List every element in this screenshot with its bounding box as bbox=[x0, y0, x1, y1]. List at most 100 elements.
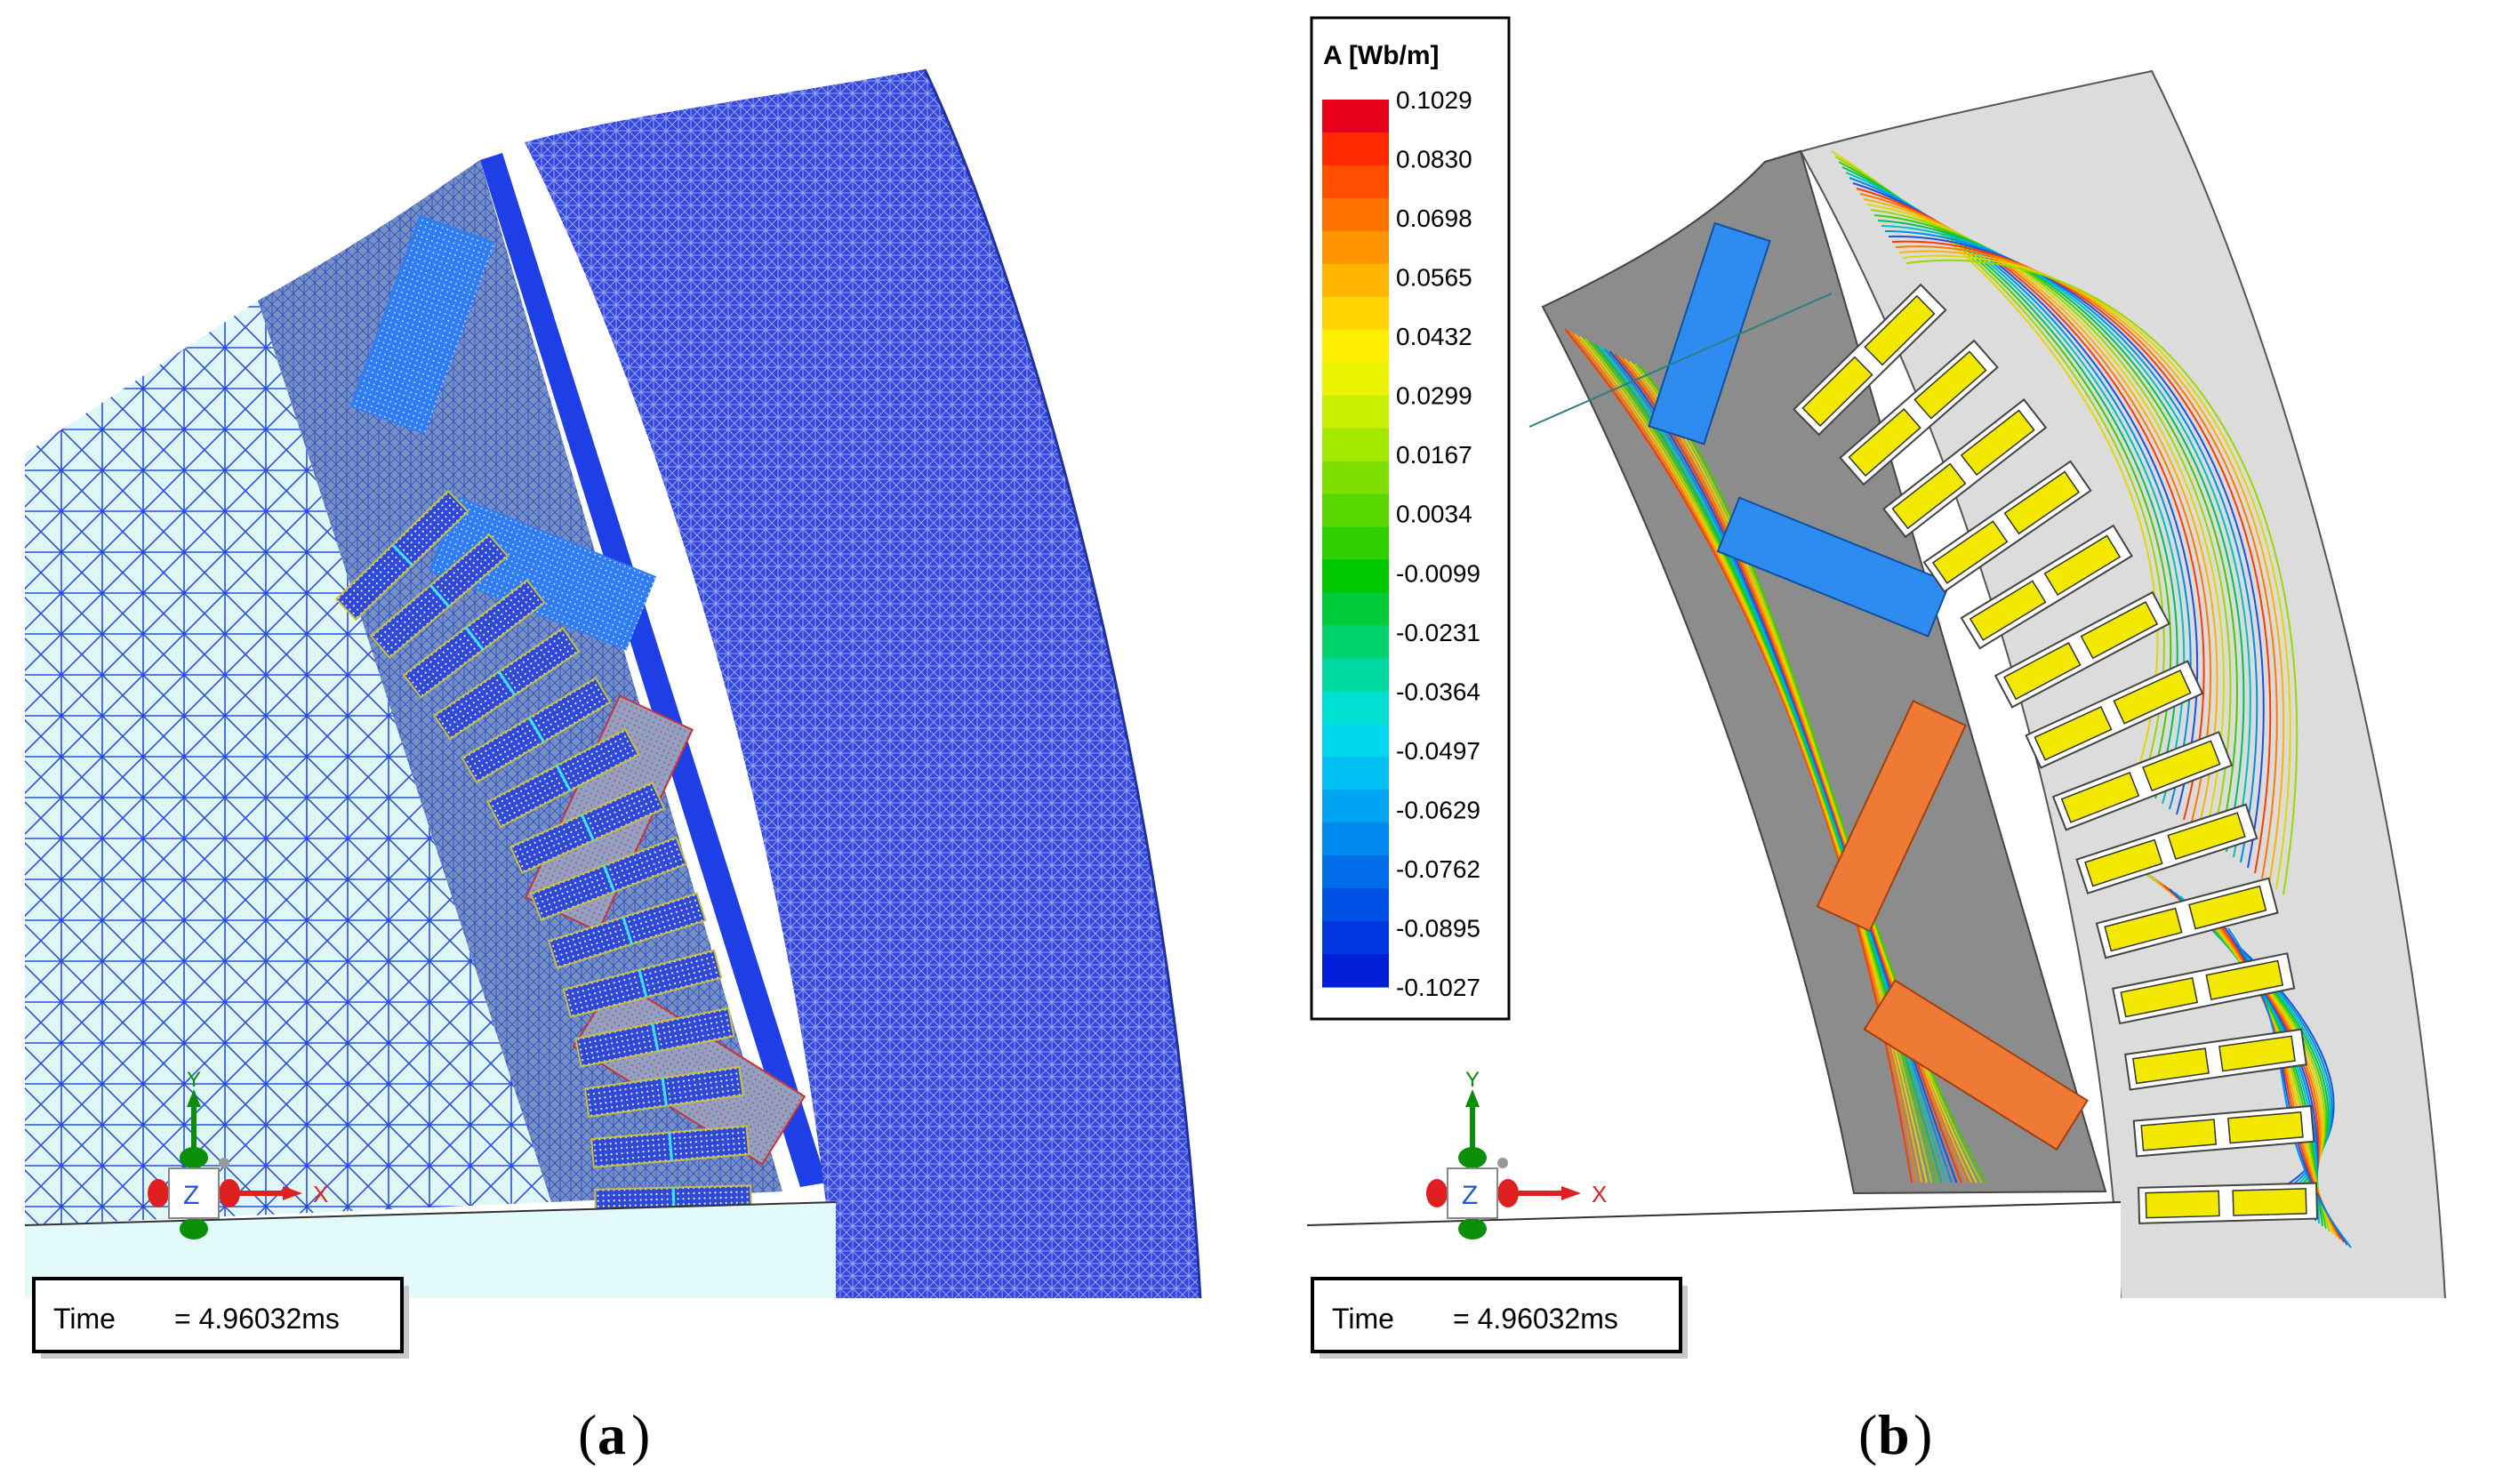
y-arrow-head-b bbox=[1465, 1089, 1480, 1107]
slot-divider bbox=[602, 864, 616, 893]
stator-slot bbox=[1882, 398, 2048, 539]
legend-swatches bbox=[1322, 100, 1389, 988]
stator-slot bbox=[509, 781, 666, 874]
stator-slot bbox=[461, 677, 612, 784]
axis-y-label: Y bbox=[187, 1068, 201, 1092]
contour-line bbox=[1873, 214, 2238, 847]
stator-slot bbox=[2132, 1104, 2315, 1158]
axis-z-label-b: Z bbox=[1462, 1181, 1478, 1210]
slot-coil-left bbox=[2060, 771, 2140, 823]
caption-letter-b: b bbox=[1878, 1403, 1910, 1466]
y-neg-lobe-b bbox=[1458, 1218, 1487, 1239]
time-box-a: Time = 4.96032ms bbox=[32, 1277, 409, 1359]
x-arrow-head bbox=[283, 1186, 302, 1200]
contour-line bbox=[1895, 245, 2278, 879]
stator-slot bbox=[1960, 524, 2133, 650]
slot-divider bbox=[464, 626, 485, 651]
y-arrow-head bbox=[187, 1089, 201, 1107]
axis-x-label: X bbox=[313, 1181, 328, 1207]
contour-line bbox=[1884, 230, 2258, 863]
magnet-b-1 bbox=[1648, 221, 1771, 445]
shaft-region bbox=[25, 1202, 836, 1298]
panel-a-mesh bbox=[24, 68, 1202, 1298]
legend-tick-label: 0.0432 bbox=[1396, 323, 1472, 350]
axis-z-label: Z bbox=[183, 1181, 199, 1210]
slot-divider bbox=[497, 670, 517, 696]
legend-swatch bbox=[1322, 493, 1389, 528]
colorbar-legend: A [Wb/m] 0.10290.08300.06980.05650.04320… bbox=[1310, 16, 1511, 1021]
slot-coil-left bbox=[2003, 642, 2082, 701]
magnet-b-4 bbox=[1863, 979, 2089, 1151]
contour-line bbox=[1881, 225, 2251, 858]
contour-line bbox=[1898, 250, 2285, 885]
slot-divider bbox=[527, 717, 545, 743]
legend-swatch bbox=[1322, 362, 1389, 397]
time-label-b: Time bbox=[1332, 1303, 1394, 1335]
slot-coil-left bbox=[1848, 407, 1921, 477]
legend-tick-label: -0.0099 bbox=[1396, 559, 1480, 587]
stator-slot bbox=[2112, 952, 2296, 1025]
stator-slot bbox=[2025, 660, 2204, 769]
contour-line bbox=[1902, 254, 2291, 890]
contour-line bbox=[1888, 235, 2265, 869]
stator-slot bbox=[402, 579, 546, 699]
slot-divider bbox=[638, 969, 648, 998]
caption-paren-close-b: ) bbox=[1913, 1403, 1932, 1466]
legend-swatch bbox=[1322, 559, 1389, 594]
slot-divider bbox=[580, 814, 595, 841]
stator-slot bbox=[1839, 339, 1999, 486]
legend-swatch bbox=[1322, 592, 1389, 627]
time-label: Time bbox=[53, 1303, 116, 1335]
stator-slot bbox=[574, 1007, 735, 1068]
slot-coil-left bbox=[1891, 462, 1967, 530]
stator-mesh bbox=[525, 69, 1200, 1298]
legend-tick-label: -0.0497 bbox=[1396, 737, 1480, 765]
triad-corner-dot bbox=[219, 1158, 229, 1168]
legend-tick-label: 0.0830 bbox=[1396, 146, 1472, 173]
x-neg-lobe bbox=[148, 1179, 169, 1207]
time-box-b: Time = 4.96032ms bbox=[1311, 1277, 1688, 1359]
legend-tick-label: -0.1027 bbox=[1396, 974, 1480, 1001]
rotor-core-mesh bbox=[25, 301, 551, 1225]
y-neg-lobe bbox=[180, 1218, 208, 1239]
stator-slot bbox=[529, 836, 688, 922]
slot-divider bbox=[429, 584, 451, 608]
x-pos-lobe bbox=[219, 1179, 240, 1207]
caption-a: ( a ) bbox=[578, 1403, 650, 1466]
legend-swatch bbox=[1322, 658, 1389, 692]
axis-x-label-b: X bbox=[1592, 1181, 1607, 1207]
slot-coil-right bbox=[2205, 959, 2284, 1001]
magnet-1 bbox=[349, 214, 495, 435]
legend-swatch bbox=[1322, 921, 1389, 955]
slot-coil-left bbox=[2120, 976, 2199, 1018]
y-pos-lobe-b bbox=[1458, 1147, 1487, 1168]
shaft-region-b bbox=[1307, 1202, 2121, 1298]
legend-swatch bbox=[1322, 132, 1389, 166]
legend-tick-label: 0.0698 bbox=[1396, 205, 1472, 232]
caption-letter-a: a bbox=[598, 1403, 626, 1466]
slot-coil-left bbox=[2084, 838, 2163, 887]
slot-coil-right bbox=[2142, 740, 2221, 792]
legend-tick-label: 0.0299 bbox=[1396, 382, 1472, 410]
contour-line bbox=[1905, 259, 2298, 895]
magnet-b-3 bbox=[1816, 700, 1967, 933]
time-box-frame bbox=[32, 1277, 404, 1353]
legend-swatch bbox=[1322, 757, 1389, 790]
legend-swatch bbox=[1322, 230, 1389, 265]
panel-b-flux bbox=[1306, 69, 2446, 1298]
stator-slot bbox=[1994, 590, 2170, 709]
stator-slot bbox=[369, 533, 509, 660]
stator-slot bbox=[1793, 283, 1947, 437]
legend-tick-label: 0.1029 bbox=[1396, 86, 1472, 114]
slot-coil-right bbox=[2113, 669, 2192, 725]
legend-swatch bbox=[1322, 296, 1389, 331]
legend-swatch bbox=[1322, 888, 1389, 922]
legend-swatch bbox=[1322, 625, 1389, 659]
slot-coil-right bbox=[2218, 1035, 2296, 1072]
stator-slot bbox=[2095, 877, 2279, 959]
slot-coil-right bbox=[1864, 294, 1936, 366]
rotor-magnets-b bbox=[1648, 221, 2089, 1151]
slot-coil-right bbox=[2232, 1188, 2307, 1216]
stator-slot bbox=[562, 949, 723, 1019]
